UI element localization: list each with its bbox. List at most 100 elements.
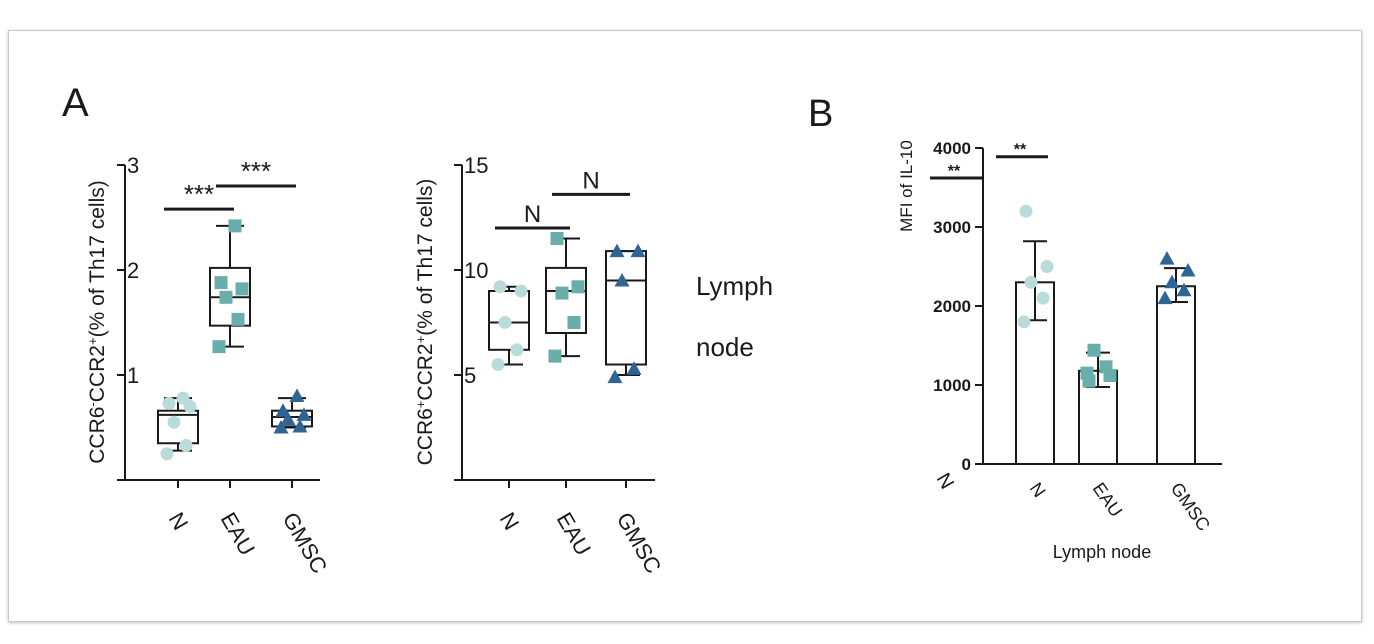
lymph-text: Lymph	[696, 271, 773, 301]
y-tick-label: 2	[127, 258, 139, 283]
x-tick-label: GMSC	[1167, 479, 1214, 535]
y-axis-label-part: +	[413, 336, 428, 344]
y-tick-label: 3	[127, 153, 139, 178]
y-axis-label: MFI of IL-10	[897, 140, 916, 232]
y-axis-label-part: CCR6	[86, 407, 109, 464]
data-point-n	[498, 316, 512, 329]
panel-b-letter: B	[808, 93, 833, 135]
data-point-gmsc	[1159, 251, 1175, 265]
y-axis-label-part: +	[85, 337, 100, 345]
data-point-gmsc	[280, 411, 296, 426]
data-point-eau	[550, 232, 564, 245]
data-point-n	[1024, 275, 1038, 289]
y-tick-label: 5	[464, 363, 476, 388]
data-point-n	[162, 396, 176, 410]
data-point-gmsc	[289, 388, 305, 402]
x-tick-label: GMSC	[612, 508, 667, 578]
significance-label: **	[948, 163, 961, 180]
y-axis-label-part: -	[85, 402, 100, 406]
significance-label: ***	[241, 156, 271, 186]
data-point-n	[493, 280, 507, 294]
panel-a-letter: A	[62, 81, 89, 125]
node-text: node	[696, 332, 754, 362]
data-point-gmsc	[607, 369, 623, 384]
y-axis-label-part: (% of Th17 cells)	[86, 180, 109, 337]
data-point-eau	[567, 316, 581, 329]
y-tick-label: 10	[464, 258, 488, 283]
data-point-eau	[212, 340, 226, 354]
box-n	[488, 290, 530, 351]
y-tick-label: 3000	[933, 218, 971, 237]
box-n	[157, 409, 199, 445]
x-tick-label: EAU	[216, 508, 260, 560]
data-point-n	[510, 343, 524, 357]
data-point-n	[1019, 204, 1033, 218]
y-axis-label: CCR6+CCR2+(% of Th17 cells)	[413, 179, 438, 466]
data-point-eau	[214, 276, 228, 290]
data-point-gmsc	[273, 420, 289, 434]
significance-label: **	[1014, 142, 1027, 159]
data-point-n	[167, 415, 181, 429]
x-tick-label: N	[495, 508, 525, 534]
data-point-n	[179, 438, 193, 452]
y-axis-label: CCR6-CCR2+(% of Th17 cells)	[85, 180, 110, 464]
x-tick-label: EAU	[552, 508, 596, 560]
data-point-gmsc	[292, 418, 308, 433]
bar-gmsc	[1156, 285, 1196, 465]
x-tick-label: N	[164, 508, 194, 534]
data-point-gmsc	[296, 407, 312, 421]
y-axis-label-part: CCR2	[86, 345, 109, 402]
y-tick-label: 0	[962, 455, 971, 474]
y-axis-label-part: CCR2	[414, 343, 437, 400]
data-point-eau	[219, 290, 233, 304]
box-eau	[545, 266, 587, 334]
y-tick-label: 2000	[933, 297, 971, 316]
y-tick-label: 15	[464, 153, 488, 178]
y-axis-label-part: +	[413, 401, 428, 409]
data-point-eau	[555, 286, 569, 300]
box-gmsc	[605, 250, 647, 366]
data-point-gmsc	[614, 273, 630, 287]
data-point-n	[514, 284, 528, 298]
data-point-gmsc	[630, 243, 646, 258]
data-point-gmsc	[1157, 290, 1173, 305]
y-tick-label: 4000	[933, 139, 971, 158]
data-point-gmsc	[275, 403, 291, 417]
y-axis-label-part: CCR6	[414, 408, 437, 465]
data-point-eau	[571, 280, 585, 294]
data-point-eau	[228, 219, 242, 233]
data-point-gmsc	[1164, 274, 1180, 289]
data-point-eau	[231, 312, 245, 326]
data-point-eau	[235, 282, 249, 296]
x-tick-label: N	[1026, 479, 1050, 501]
significance-label: ***	[184, 179, 214, 209]
data-point-eau	[1103, 369, 1117, 383]
x-tick-label: EAU	[1089, 479, 1127, 521]
significance-label: N	[582, 167, 599, 194]
data-point-n	[1040, 260, 1054, 273]
y-tick-label: 1	[127, 363, 139, 388]
data-point-n	[176, 391, 190, 405]
x-tick-label: GMSC	[278, 508, 333, 578]
data-point-eau	[1082, 374, 1096, 388]
data-point-n	[491, 358, 505, 371]
data-point-gmsc	[1180, 262, 1196, 277]
data-point-gmsc	[1176, 282, 1192, 297]
y-tick-label: 1000	[933, 376, 971, 395]
data-point-n	[1017, 315, 1031, 329]
significance-label: N	[524, 201, 541, 228]
data-point-eau	[548, 349, 562, 363]
box-gmsc	[271, 409, 313, 428]
data-point-n	[160, 447, 174, 461]
data-point-n	[1036, 291, 1050, 305]
data-point-gmsc	[626, 361, 642, 375]
stray-n-label: N	[932, 470, 958, 494]
y-axis-label-part: (% of Th17 cells)	[414, 179, 437, 336]
x-axis-label: Lymph node	[1053, 542, 1151, 562]
data-point-gmsc	[609, 243, 625, 258]
data-point-eau	[1087, 343, 1101, 357]
